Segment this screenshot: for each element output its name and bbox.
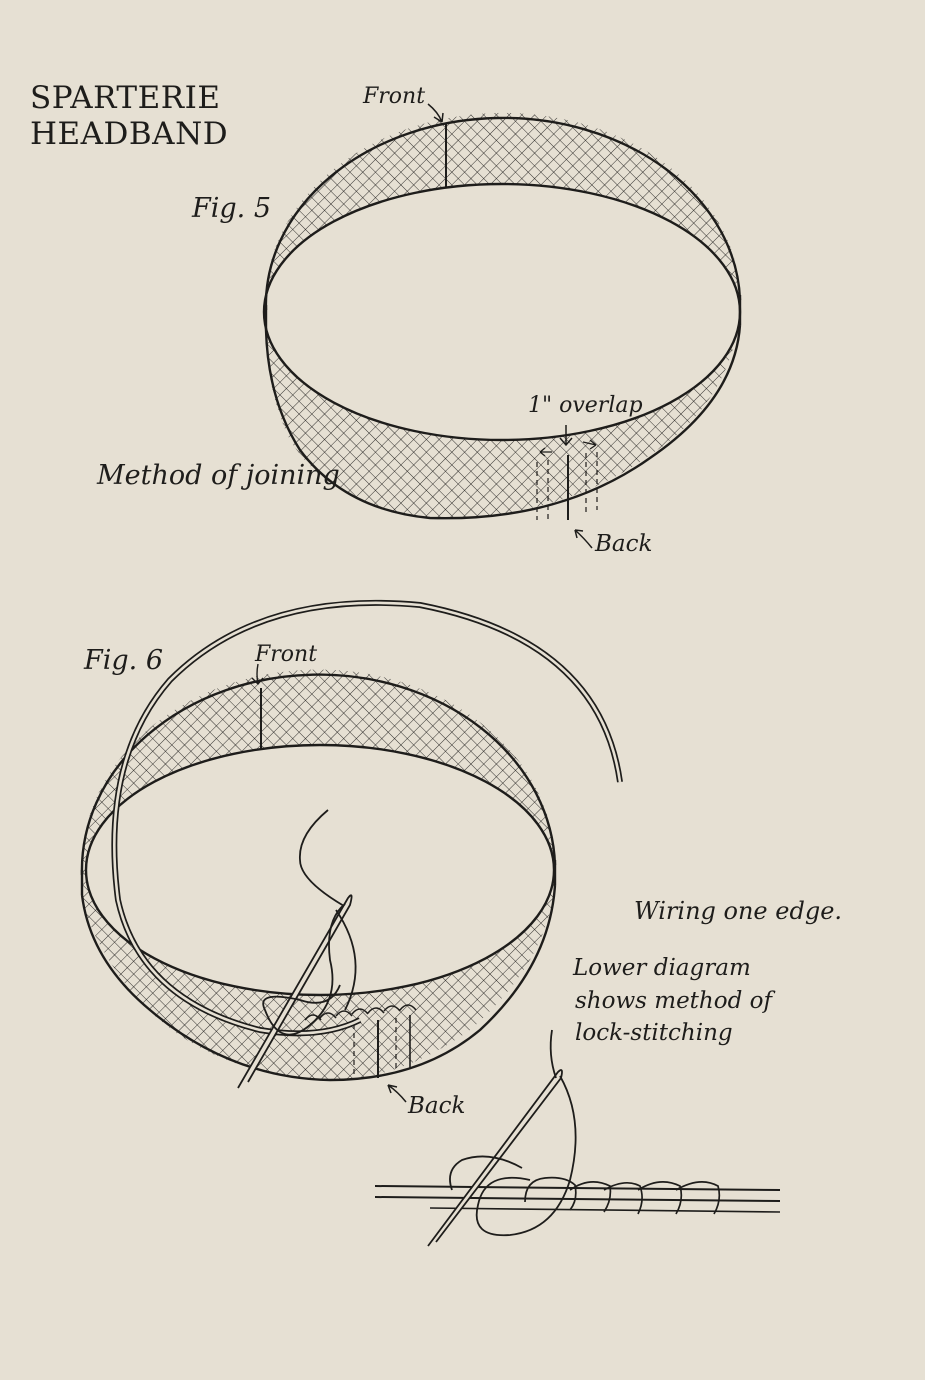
fig6-headband [80,599,623,1103]
fig6-caption: Wiring one edge. [634,897,843,925]
fig5-caption: Method of joining [97,460,340,491]
fig6-note-line-3: lock-stitching [575,1020,733,1046]
fig6-note-line-2: shows method of [575,988,772,1014]
fig5-overlap-label: 1" overlap [528,393,643,418]
fig6-front-label: Front [255,642,318,667]
title-line-2: HEADBAND [30,116,229,152]
fig6-note-line-1: Lower diagram [573,955,751,981]
fig5-label: Fig. 5 [192,193,271,224]
fig6-back-label: Back [408,1093,466,1119]
fig5-headband [262,103,742,549]
fig6-label: Fig. 6 [84,645,163,676]
lockstitch-diagram [374,1029,781,1247]
fig5-back-label: Back [595,531,653,557]
page-title: SPARTERIE HEADBAND [30,80,228,152]
fig5-front-label: Front [363,84,426,109]
title-line-1: SPARTERIE [30,80,221,116]
